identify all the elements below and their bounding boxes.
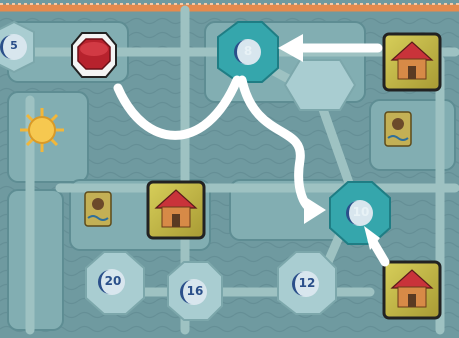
space-value: 16	[184, 284, 206, 298]
worker-icon[interactable]	[85, 192, 111, 226]
house-card-icon[interactable]	[148, 182, 204, 238]
space-value: 12	[296, 276, 318, 290]
worker-icon[interactable]	[385, 112, 411, 146]
space-value: 10	[351, 205, 371, 219]
space-value: 8	[240, 44, 256, 58]
house-card-icon[interactable]	[384, 262, 440, 318]
space-value: 5	[6, 39, 22, 52]
house-card-icon[interactable]	[384, 34, 440, 90]
player-piece-icon[interactable]	[72, 33, 116, 77]
space-value: 20	[102, 274, 124, 288]
